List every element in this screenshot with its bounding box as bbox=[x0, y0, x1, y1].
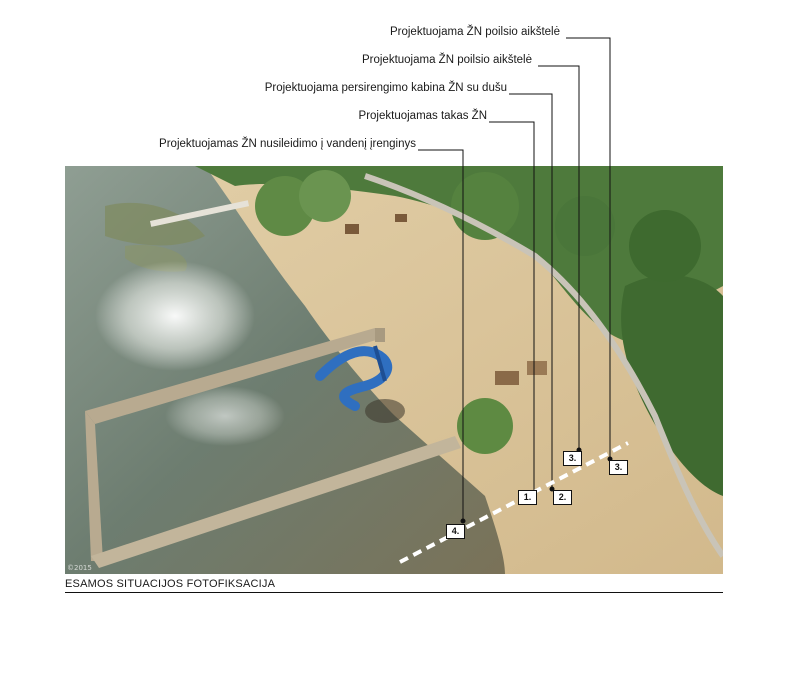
marker-4: 4. bbox=[446, 524, 465, 539]
callout-label-water-entry-device: Projektuojamas ŽN nusileidimo į vandenį … bbox=[159, 138, 416, 150]
marker-3b: 3. bbox=[609, 460, 628, 475]
aerial-photo: ©2015 bbox=[65, 166, 723, 574]
beach-hut-1 bbox=[495, 371, 519, 385]
marker-1: 1. bbox=[518, 490, 537, 505]
figure-caption: ESAMOS SITUACIJOS FOTOFIKSACIJA bbox=[65, 578, 276, 590]
swimming-enclosure bbox=[85, 328, 461, 568]
water-slide bbox=[315, 345, 405, 423]
sun-glare bbox=[95, 261, 255, 371]
tree-center bbox=[457, 398, 513, 454]
forest-right bbox=[621, 275, 723, 496]
marker-2: 2. bbox=[553, 490, 572, 505]
photo-watermark: ©2015 bbox=[67, 564, 92, 572]
marker-3a: 3. bbox=[563, 451, 582, 466]
callout-label-path: Projektuojamas takas ŽN bbox=[358, 110, 487, 122]
beach-hut-2 bbox=[527, 361, 547, 375]
small-pier bbox=[150, 200, 250, 227]
callout-label-changing-cabin: Projektuojama persirengimo kabina ŽN su … bbox=[264, 82, 507, 94]
aerial-photo-illustration bbox=[65, 166, 723, 574]
caption-underline bbox=[65, 592, 723, 593]
callout-label-rest-area-2: Projektuojama ŽN poilsio aikštelė bbox=[361, 54, 532, 66]
callout-label-rest-area-1: Projektuojama ŽN poilsio aikštelė bbox=[389, 26, 560, 38]
